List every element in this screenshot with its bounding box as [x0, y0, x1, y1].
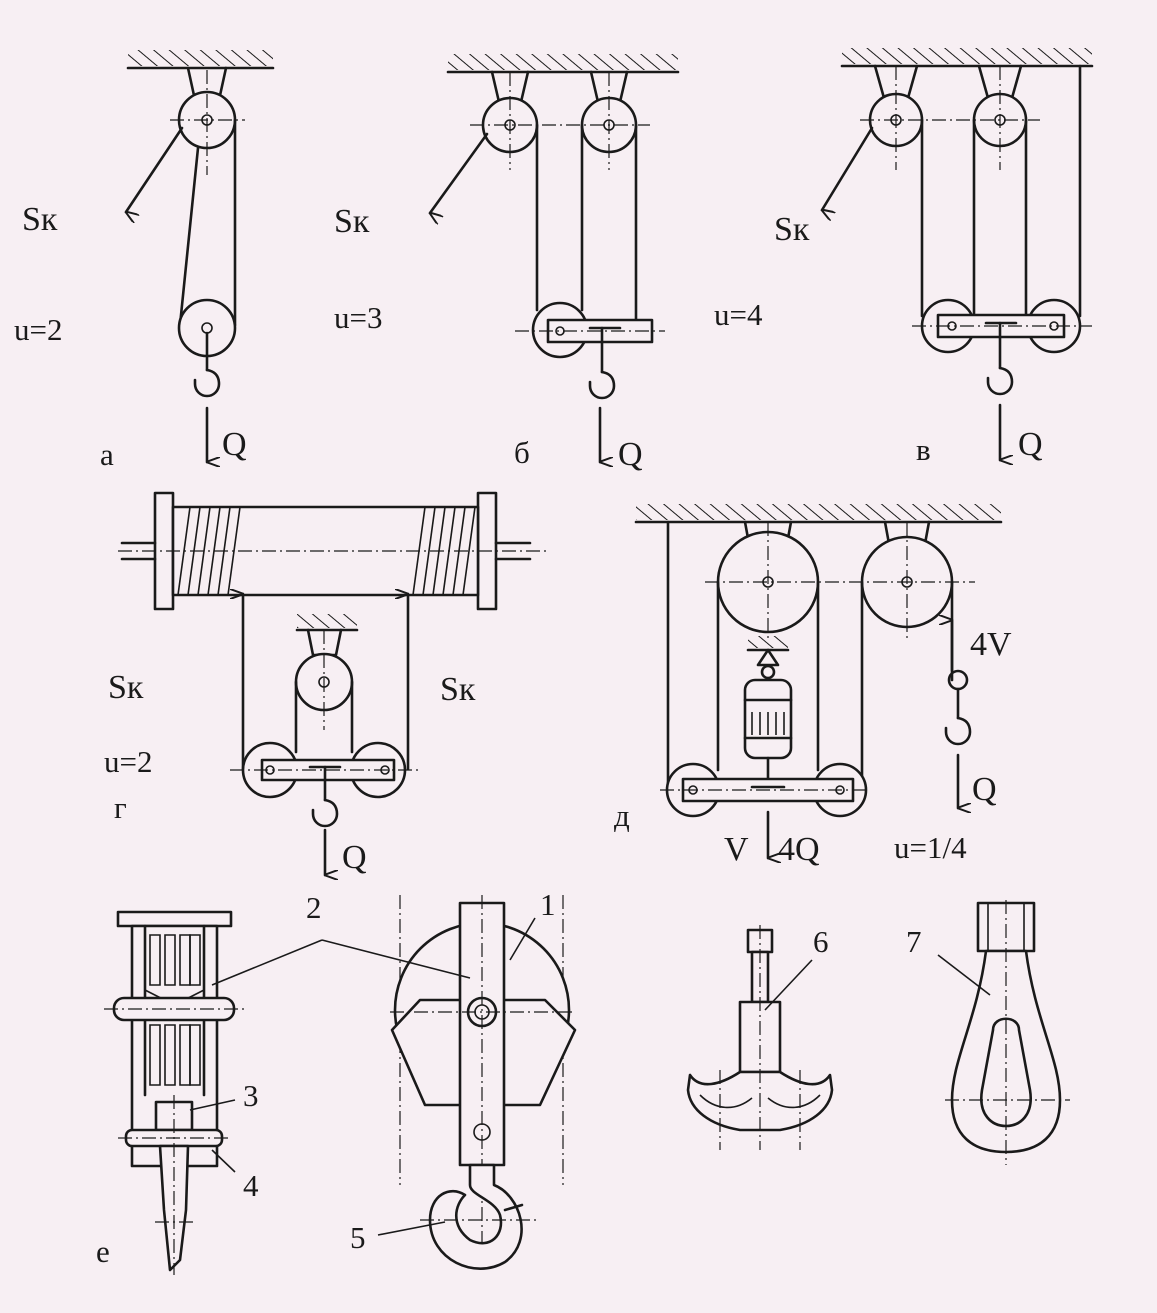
hook-icon [986, 366, 1014, 396]
panel-letter-d: д [614, 798, 630, 833]
panel-letter-g: г [114, 790, 127, 825]
load-label-v: Q [1018, 426, 1043, 463]
panel-b: Sк u=3 Q б [334, 54, 680, 473]
callout-6: 6 [813, 924, 829, 959]
ratio-label-b: u=3 [334, 300, 382, 335]
panel-v: Sк u=4 Q в [714, 48, 1094, 467]
panel-letter-v: в [916, 432, 931, 467]
force-label-a: Sк [22, 201, 58, 238]
force-label-g-left: Sк [108, 669, 144, 706]
panel-d: 4V Q V 4Q u=1/4 д [614, 504, 1012, 868]
load-label-a: Q [222, 426, 247, 463]
speed-label-top: 4V [970, 626, 1012, 663]
panel-letter-b: б [514, 435, 530, 470]
force-label-b: Sк [334, 203, 370, 240]
load-label-b: Q [618, 436, 643, 473]
panel-g: Sк Sк u=2 г Q [104, 491, 550, 876]
force-label-g-right: Sк [440, 671, 476, 708]
ratio-label-g: u=2 [104, 744, 152, 779]
hook-icon [588, 370, 616, 400]
callout-1: 1 [540, 887, 556, 922]
load-label-d: Q [972, 771, 997, 808]
load-label-d-bottom: 4Q [778, 831, 820, 868]
load-label-g: Q [342, 839, 367, 876]
panel-letter-e: е [96, 1234, 110, 1269]
callout-4: 4 [243, 1168, 259, 1203]
hook-shank-icon [158, 1144, 190, 1272]
block-cap-icon [116, 910, 233, 928]
panel-e: 1 2 3 4 5 6 7 е [96, 887, 1070, 1275]
panel-a: Sк u=2 Q а [14, 50, 275, 472]
callout-3: 3 [243, 1078, 259, 1113]
callout-5: 5 [350, 1220, 366, 1255]
speed-label-bottom: V [724, 831, 749, 868]
hook-icon [193, 368, 221, 398]
callout-7: 7 [906, 924, 922, 959]
force-label-v: Sк [774, 211, 810, 248]
hook-icon [311, 798, 339, 828]
hook-icon [428, 1163, 523, 1270]
panel-letter-a: а [100, 437, 114, 472]
hook-icon [944, 716, 972, 746]
ratio-label-v: u=4 [714, 297, 763, 332]
callout-2: 2 [306, 890, 322, 925]
ratio-label-d: u=1/4 [894, 830, 967, 865]
ratio-label-a: u=2 [14, 312, 62, 347]
